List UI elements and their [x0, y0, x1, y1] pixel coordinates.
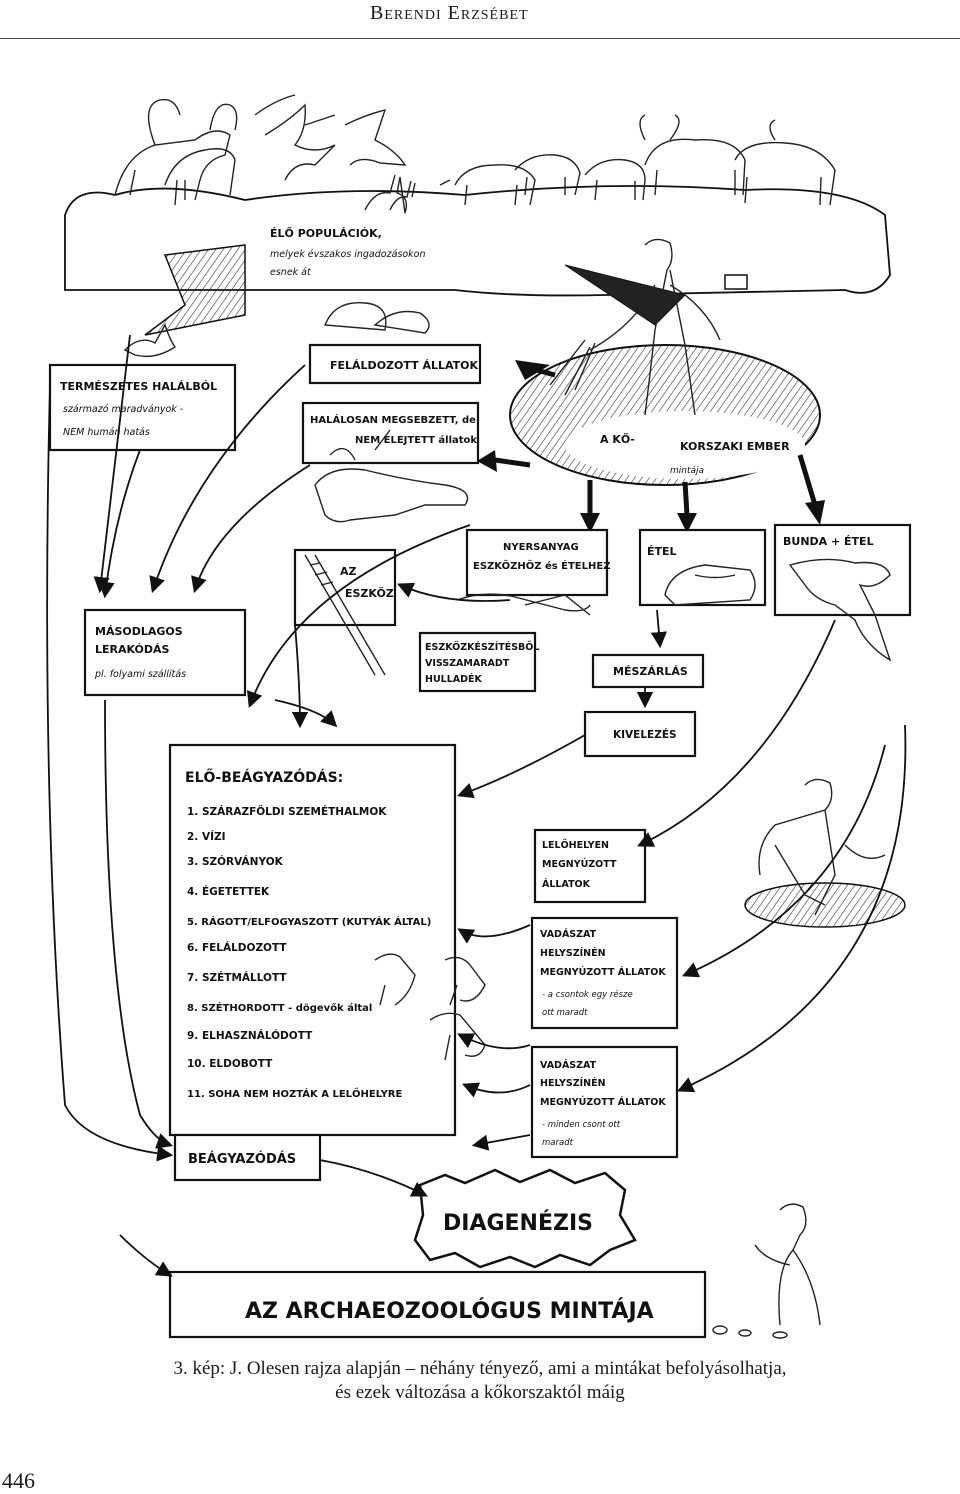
pre-embedding-item: 9. ELHASZNÁLÓDOTT — [187, 1029, 313, 1042]
butchering-box: MÉSZÁRLÁS — [591, 653, 705, 689]
fur-food-box: BUNDA + ÉTEL — [773, 523, 912, 662]
lethally-acquired-line-2: NEM ELEJTETT állatok — [355, 434, 477, 446]
hunt-some-bones-line-3: MEGNYÚZOTT ÁLLATOK — [540, 966, 666, 978]
natural-death-note-1: származó maradványok - — [63, 404, 184, 415]
secondary-deposition-note: pl. folyami szállítás — [94, 669, 186, 680]
header-rule — [0, 38, 960, 39]
dogs-sketch — [374, 953, 486, 1061]
natural-death-box: TERMÉSZETES HALÁLBÓL származó maradványo… — [48, 323, 237, 452]
butchering-label: MÉSZÁRLÁS — [613, 665, 688, 678]
pre-embedding-item: 5. RÁGOTT/ELFOGYASZOTT (KUTYÁK ÁLTAL) — [187, 915, 431, 928]
food-label: ÉTEL — [647, 545, 677, 558]
live-populations-note-1: melyek évszakos ingadozásokon — [270, 249, 426, 260]
natural-death-note-2: NEM humán hatás — [63, 427, 150, 438]
hunt-some-bones-box: VADÁSZAT HELYSZÍNÉN MEGNYÚZOTT ÁLLATOK -… — [530, 916, 679, 1030]
hunter-sketch — [744, 778, 906, 928]
pre-embedding-item: 8. SZÉTHORDOTT - dögevők által — [187, 1001, 372, 1014]
hunt-all-bones-note-2: maradt — [542, 1138, 574, 1148]
hunt-all-bones-line-1: VADÁSZAT — [540, 1059, 597, 1071]
hunt-some-bones-note-1: - a csontok egy része — [542, 989, 633, 1000]
pre-embedding-box: ELŐ-BEÁGYAZÓDÁS: 1. SZÁRAZFÖLDI SZEMÉTHA… — [168, 743, 457, 1137]
filleting-box: KIVELEZÉS — [583, 710, 697, 758]
page-number: 446 — [2, 1468, 35, 1493]
tool-box: AZ ESZKÖZ — [293, 548, 397, 676]
raw-material-line-1: NYERSANYAG — [503, 542, 579, 553]
boars-sketch — [439, 154, 646, 206]
lethally-acquired-line-1: HALÁLOSAN MEGSEBZETT, de — [310, 413, 476, 426]
embedding-label: BEÁGYAZÓDÁS — [188, 1151, 296, 1167]
pre-embedding-title: ELŐ-BEÁGYAZÓDÁS: — [185, 768, 343, 786]
site-killed-line-1: LELŐHELYEN — [542, 840, 609, 851]
pre-embedding-item: 10. ELDOBOTT — [187, 1058, 273, 1070]
flow-arrows — [46, 334, 907, 1277]
pre-embedding-item: 7. SZÉTMÁLLOTT — [187, 971, 287, 984]
secondary-deposition-line-2: LERAKÓDÁS — [95, 643, 170, 656]
raw-material-line-2: ESZKÖZHÖZ és ÉTELHEZ — [473, 558, 610, 572]
hunt-all-bones-line-2: HELYSZÍNÉN — [540, 1077, 606, 1089]
secondary-deposition-line-1: MÁSODLAGOS — [95, 625, 183, 638]
rabbits-sketch — [364, 174, 416, 214]
site-killed-box: LELŐHELYEN MEGNYÚZOTT ÁLLATOK — [533, 828, 647, 904]
figure-caption: 3. kép: J. Olesen rajza alapján – néhány… — [0, 1357, 960, 1405]
scavenged-animals-label: FELÁLDOZOTT ÁLLATOK — [330, 359, 479, 372]
scavenged-animals-box: FELÁLDOZOTT ÁLLATOK — [308, 301, 482, 385]
hunt-all-bones-box: VADÁSZAT HELYSZÍNÉN MEGNYÚZOTT ÁLLATOK -… — [530, 1045, 679, 1159]
pre-embedding-item: 11. SOHA NEM HOZTÁK A LELŐHELYRE — [187, 1086, 403, 1100]
site-killed-line-2: MEGNYÚZOTT — [542, 858, 617, 870]
fur-food-label: BUNDA + ÉTEL — [783, 535, 874, 548]
toolmaking-waste-line-2: VISSZAMARADT — [425, 658, 510, 669]
tool-line-2: ESZKÖZ — [345, 586, 394, 600]
aurochs-sketch — [639, 114, 836, 206]
raw-material-box: NYERSANYAG ESZKÖZHÖZ és ÉTELHEZ — [456, 528, 610, 616]
toolmaking-waste-line-3: HULLADÉK — [425, 673, 482, 685]
pre-embedding-item: 6. FELÁLDOZOTT — [187, 941, 287, 954]
diagram-canvas: ÉLŐ POPULÁCIÓK, melyek évszakos ingadozá… — [46, 94, 912, 1339]
running-title: Berendi Erzsébet — [370, 2, 529, 24]
live-populations-note-2: esnek át — [270, 267, 312, 278]
hunt-all-bones-note-1: - minden csont ott — [542, 1120, 621, 1130]
stone-age-human-area: A KŐ- KORSZAKI EMBER mintája — [509, 238, 821, 486]
embedding-box: BEÁGYAZÓDÁS — [173, 1133, 322, 1182]
diagenesis-burst: DIAGENÉZIS — [413, 1168, 637, 1269]
lethally-acquired-box: HALÁLOSAN MEGSEBZETT, de NEM ELEJTETT ál… — [301, 401, 480, 523]
pre-embedding-item: 4. ÉGETETTEK — [187, 885, 270, 898]
stone-age-human-line-3: mintája — [670, 466, 704, 476]
birds-sketch — [254, 94, 407, 181]
pre-embedding-item: 2. VÍZI — [187, 830, 226, 843]
archaeozoologist-label: AZ ARCHAEOZOOLÓGUS MINTÁJA — [245, 1298, 654, 1324]
filleting-label: KIVELEZÉS — [613, 728, 677, 741]
stone-age-human-line-2: KORSZAKI EMBER — [680, 440, 790, 453]
stone-age-human-line-1: A KŐ- — [600, 432, 635, 446]
archaeozoologist-box: AZ ARCHAEOZOOLÓGUS MINTÁJA — [168, 1203, 821, 1339]
toolmaking-waste-box: ESZKÖZKÉSZÍTÉSBŐL VISSZAMARADT HULLADÉK — [418, 631, 539, 693]
tool-line-1: AZ — [340, 565, 357, 578]
live-populations-area: ÉLŐ POPULÁCIÓK, melyek évszakos ingadozá… — [64, 94, 891, 336]
secondary-deposition-box: MÁSODLAGOS LERAKÓDÁS pl. folyami szállít… — [83, 608, 247, 697]
diagenesis-label: DIAGENÉZIS — [443, 1210, 593, 1236]
caption-line-2: és ezek változása a kőkorszaktól máig — [335, 1382, 625, 1403]
food-box: ÉTEL — [638, 528, 767, 607]
running-header: Berendi Erzsébet — [0, 0, 960, 40]
live-populations-title: ÉLŐ POPULÁCIÓK, — [270, 226, 382, 240]
natural-death-title: TERMÉSZETES HALÁLBÓL — [60, 380, 217, 393]
hunt-some-bones-line-1: VADÁSZAT — [540, 928, 597, 940]
caption-line-1: 3. kép: J. Olesen rajza alapján – néhány… — [173, 1358, 787, 1379]
moose-sketch — [114, 98, 238, 206]
pre-embedding-item: 1. SZÁRAZFÖLDI SZEMÉTHALMOK — [187, 804, 387, 818]
hunt-some-bones-line-2: HELYSZÍNÉN — [540, 947, 606, 959]
pre-embedding-item: 3. SZÓRVÁNYOK — [187, 855, 284, 868]
toolmaking-waste-line-1: ESZKÖZKÉSZÍTÉSBŐL — [425, 641, 539, 653]
hunt-all-bones-line-3: MEGNYÚZOTT ÁLLATOK — [540, 1096, 666, 1108]
hunt-some-bones-note-2: ott maradt — [542, 1008, 588, 1018]
taphonomy-diagram: ÉLŐ POPULÁCIÓK, melyek évszakos ingadozá… — [45, 85, 915, 1340]
site-killed-line-3: ÁLLATOK — [542, 878, 591, 890]
